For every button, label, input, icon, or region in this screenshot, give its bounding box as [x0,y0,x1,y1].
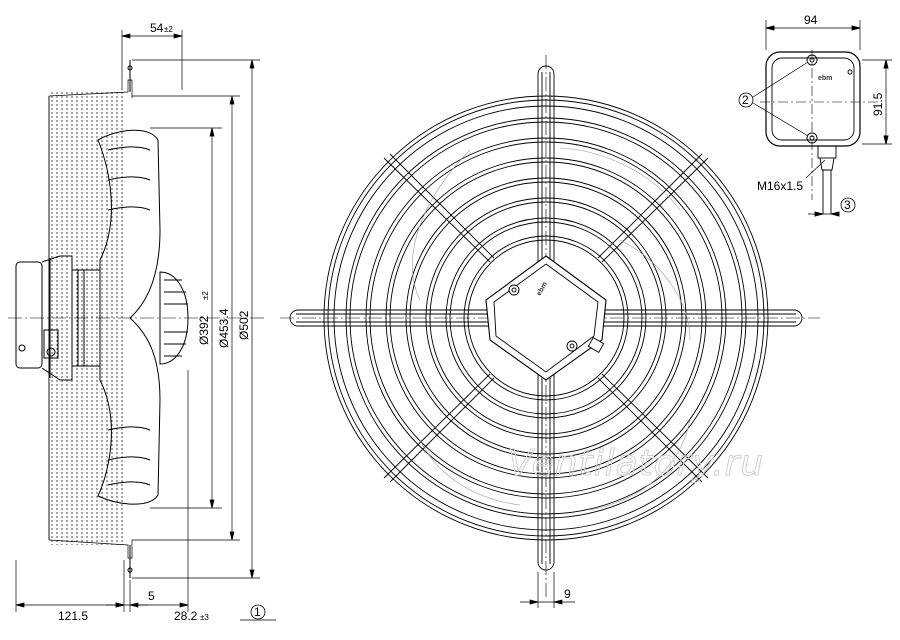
guard-rings [323,95,769,541]
dim-dia-392-tol: ±2 [201,291,210,300]
guard-struts [383,153,709,483]
dim-54-tol: ±2 [164,25,173,34]
dim-diameters [132,59,260,579]
guard-wires-side [48,79,133,559]
mounting-feet [127,60,133,578]
box-logo: ebm [818,75,832,82]
dim-1215-label: 121.5 [58,609,88,623]
motor-body [15,255,101,381]
impeller-blade-profile [97,129,189,505]
callout-2-label: 2 [742,93,749,107]
callout-1-label: 1 [254,605,261,619]
terminal-box-view [738,20,892,217]
dim-dia-453-label: Ø453.4 [217,308,231,348]
hub-box [485,255,607,381]
dim-dia-502-label: Ø502 [237,310,251,340]
watermark: Ventilatory.ru [508,443,764,484]
dim-9-label: 9 [564,587,571,601]
front-view [280,55,820,608]
callout-1-circle [250,604,266,620]
dim-bottom [15,370,189,612]
dim-282-tol: ±3 [200,613,209,622]
impeller-blades-front [412,147,691,511]
thread-label: M16x1.5 [757,179,803,193]
dim-94-label: 94 [804,13,818,27]
dim-915-label: 91.5 [871,92,885,116]
dim-54-label: 54 [150,21,164,35]
dim-9 [520,572,575,608]
side-view [8,30,276,621]
dim-282-label: 28.2 [174,609,198,623]
dim-5-label: 5 [148,589,155,603]
dim-dia-392-label: Ø392 [197,315,211,345]
callout-3-label: 3 [844,198,851,212]
